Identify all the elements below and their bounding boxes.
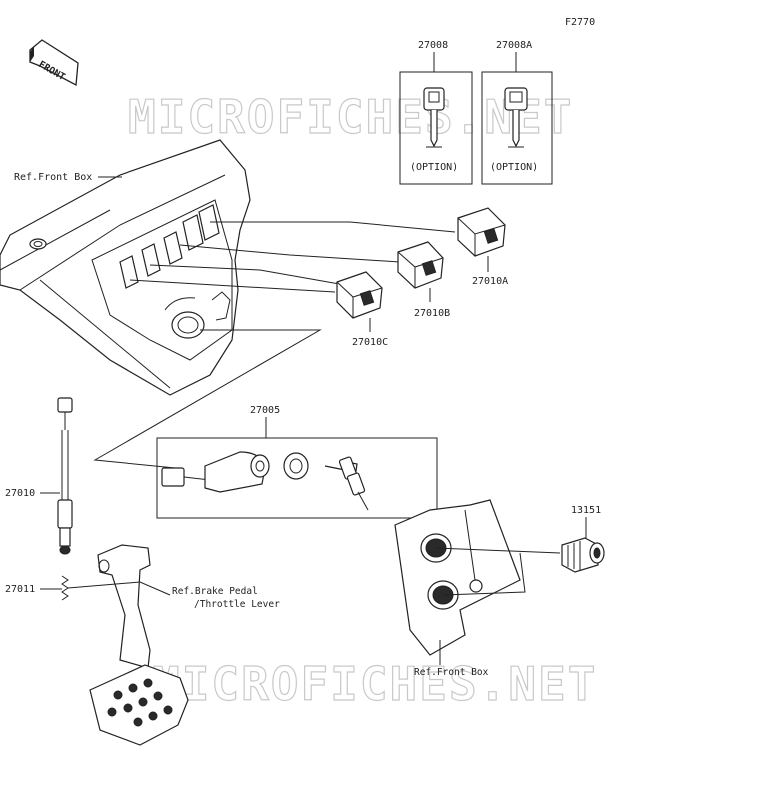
accessory-socket (561, 537, 605, 573)
label-27008A: 27008A (496, 40, 532, 51)
pedal-sensor (57, 397, 73, 555)
rocker-switch-27010C (336, 271, 383, 319)
front-arrow-icon: FRONT (29, 39, 79, 87)
label-13151: 13151 (571, 505, 601, 516)
front-box-panel (0, 139, 251, 396)
ref-front-box-top: Ref.Front Box (14, 172, 92, 183)
label-27010: 27010 (5, 488, 35, 499)
ref-front-box-bottom: Ref.Front Box (414, 667, 489, 678)
label-27005: 27005 (250, 405, 280, 416)
watermark-bottom: MICROFICHES.NET (152, 657, 597, 711)
front-box-lower (394, 499, 521, 656)
option-label-b: (OPTION) (490, 162, 538, 173)
ref-brake-pedal-line1: Ref.Brake Pedal (172, 586, 258, 597)
switch-slots (119, 204, 220, 289)
ignition-switch (161, 451, 270, 493)
option-label-a: (OPTION) (410, 162, 458, 173)
figure-code: F2770 (565, 17, 595, 28)
key-icon-a (423, 87, 445, 148)
ignition-nut (283, 452, 309, 480)
label-27008: 27008 (418, 40, 448, 51)
key-box-b (481, 71, 553, 185)
brake-throttle-pedal (89, 544, 189, 746)
label-27010A: 27010A (472, 276, 508, 287)
rocker-switch-27010A (457, 207, 506, 257)
return-spring (61, 575, 69, 601)
ref-brake-pedal-line2: /Throttle Lever (194, 599, 280, 610)
key-icon-b (504, 87, 528, 148)
ignition-kit-box (156, 437, 438, 519)
key-box-a (399, 71, 473, 185)
rocker-switch-27010B (397, 241, 444, 289)
watermark-top: MICROFICHES.NET (128, 90, 573, 144)
label-27011: 27011 (5, 584, 35, 595)
label-27010C: 27010C (352, 337, 388, 348)
label-27010B: 27010B (414, 308, 450, 319)
ignition-keys (324, 456, 369, 511)
pedal-pad-holes (107, 678, 173, 727)
